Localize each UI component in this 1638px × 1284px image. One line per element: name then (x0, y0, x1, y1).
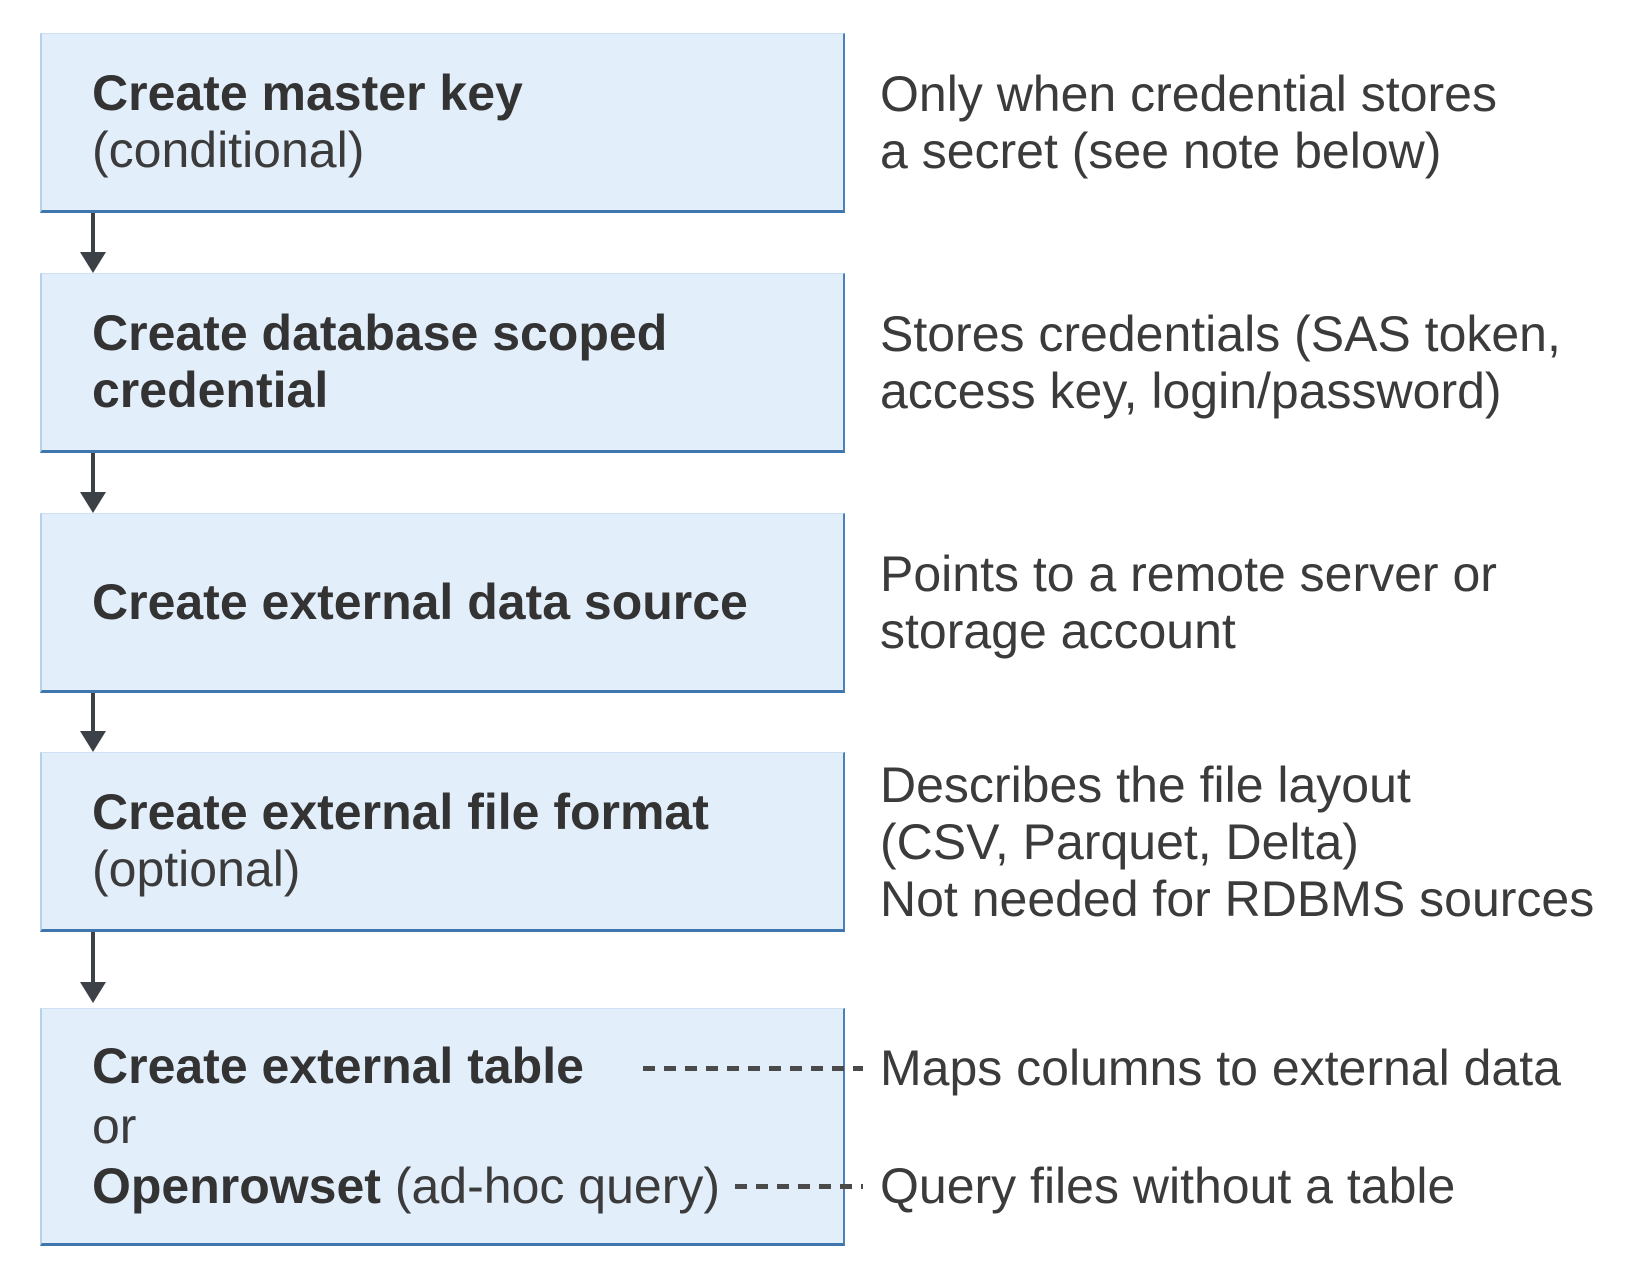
step-description: Describes the file layout (CSV, Parquet,… (880, 757, 1595, 927)
arrow-shaft (91, 932, 95, 982)
step-box-create-external-table-or-openrowset: Create external table or Openrowset (ad-… (40, 1008, 845, 1246)
step-title-note: (conditional) (92, 122, 365, 178)
step-title-alt-note: (ad-hoc query) (380, 1158, 720, 1214)
step-title: Create external data source (92, 573, 748, 630)
step-title: Create external table (92, 1038, 584, 1094)
step-title: Create master key (92, 65, 523, 121)
step-annotation: Query files without a table (880, 1158, 1456, 1214)
down-arrow-icon (79, 213, 107, 273)
step-title: Create external file format (92, 784, 709, 840)
arrow-head (80, 731, 106, 752)
step-description: Stores credentials (SAS token, access ke… (880, 306, 1561, 419)
step-title-alt-bold: Openrowset (92, 1158, 381, 1214)
down-arrow-icon (79, 453, 107, 513)
step-title-note: (optional) (92, 841, 301, 897)
step-annotation: Maps columns to external data (880, 1040, 1561, 1096)
arrow-shaft (91, 693, 95, 731)
arrow-head (80, 982, 106, 1003)
arrow-shaft (91, 453, 95, 492)
step-box-create-external-file-format: Create external file format (optional) (40, 752, 845, 932)
arrow-head (80, 492, 106, 513)
arrow-head (80, 252, 106, 273)
dashed-connector (643, 1066, 863, 1071)
step-title-alt: Openrowset (ad-hoc query) (92, 1156, 831, 1216)
step-box-create-database-scoped-credential: Create database scoped credential (40, 273, 845, 453)
step-description: Points to a remote server or storage acc… (880, 546, 1497, 659)
down-arrow-icon (79, 932, 107, 1003)
step-description: Only when credential stores a secret (se… (880, 66, 1497, 179)
step-box-create-external-data-source: Create external data source (40, 513, 845, 693)
step-title: Create database scoped credential (92, 305, 668, 418)
dashed-connector (735, 1184, 863, 1189)
down-arrow-icon (79, 693, 107, 752)
step-box-create-master-key: Create master key (conditional) (40, 33, 845, 213)
step-title-or: or (92, 1098, 137, 1154)
arrow-shaft (91, 213, 95, 252)
